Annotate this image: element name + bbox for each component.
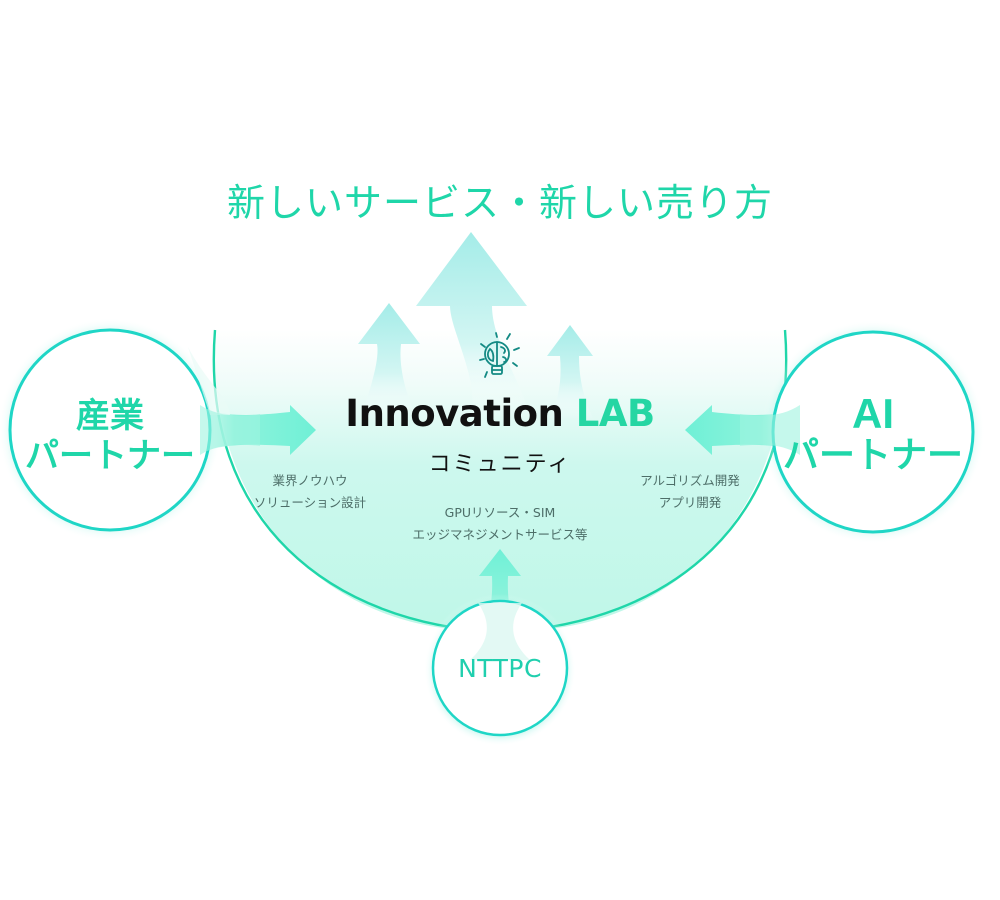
industry-partner-line2: パートナー (25, 436, 195, 476)
ai-partner-line1: AI (852, 390, 894, 437)
industry-contribution-2: ソリューション設計 (253, 495, 367, 510)
ai-contribution-1: アルゴリズム開発 (640, 473, 740, 488)
industry-partner-label: 産業 パートナー (10, 396, 210, 476)
ai-partner-line2: パートナー (782, 435, 963, 476)
ai-partner-label: AI パートナー (773, 393, 973, 477)
lab-title-accent: LAB (575, 392, 655, 435)
ai-contribution-2: アプリ開発 (658, 495, 722, 510)
community-bowl (214, 330, 786, 631)
industry-partner-node (0, 318, 230, 542)
nttpc-contributions: GPUリソース・SIM エッジマネジメントサービス等 (380, 502, 620, 546)
industry-contributions: 業界ノウハウ ソリューション設計 (240, 470, 380, 514)
up-arrow-left (358, 303, 420, 420)
nttpc-contribution-1: GPUリソース・SIM (444, 505, 556, 520)
lab-title-main: Innovation (345, 392, 564, 435)
innovation-lab-title: Innovation LAB (0, 392, 1000, 435)
nttpc-node (424, 594, 576, 746)
headline: 新しいサービス・新しい売り方 (226, 181, 773, 225)
nttpc-contribution-2: エッジマネジメントサービス等 (412, 527, 588, 542)
industry-contribution-1: 業界ノウハウ (272, 473, 348, 488)
ai-contributions: アルゴリズム開発 アプリ開発 (620, 470, 760, 514)
up-arrow-right (547, 325, 594, 420)
lab-subtitle: コミュニティ (428, 452, 572, 477)
lightbulb-brain-icon (479, 332, 520, 378)
industry-partner-line1: 産業 (76, 396, 144, 436)
ai-partner-node (761, 320, 985, 544)
nttpc-label: NTTPC (458, 654, 542, 683)
